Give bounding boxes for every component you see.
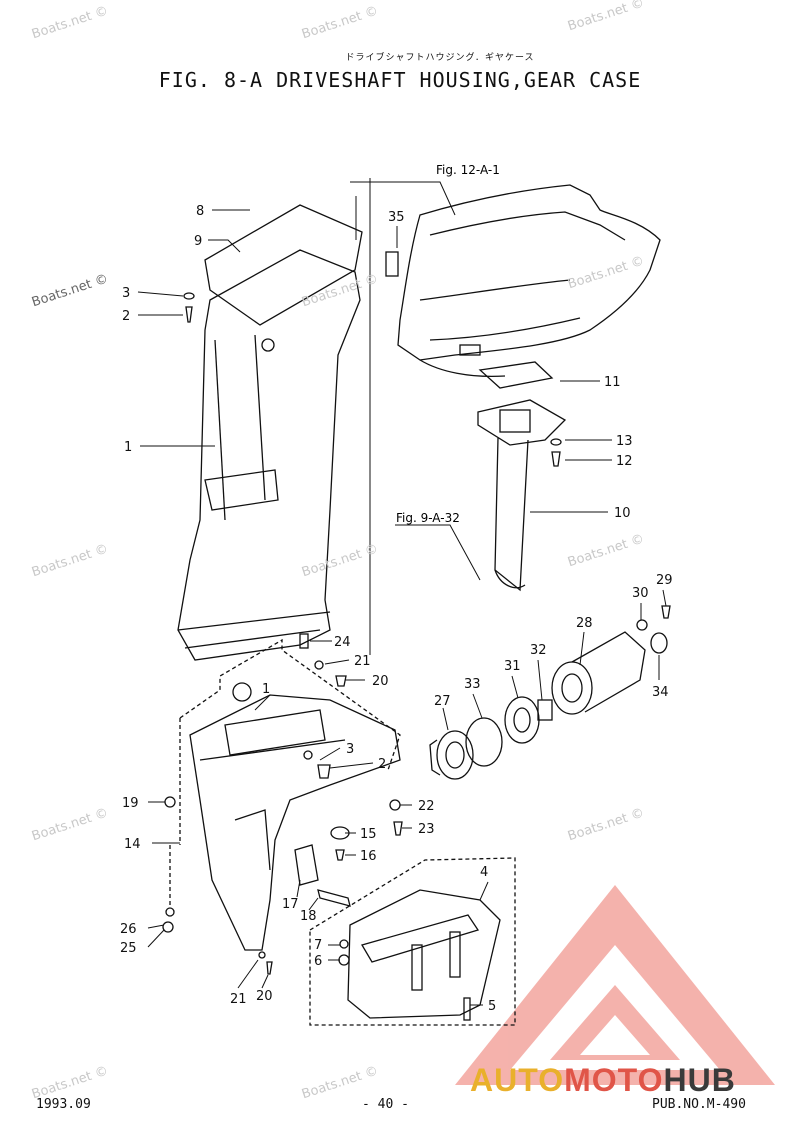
lower-cover-dashed-box bbox=[309, 857, 516, 1026]
callout-30: 30 bbox=[632, 586, 649, 601]
callout-32: 32 bbox=[530, 643, 547, 658]
callout-1-housing: 1 bbox=[124, 440, 132, 455]
callout-34: 34 bbox=[652, 685, 669, 700]
logo-hub: HUB bbox=[663, 1062, 736, 1098]
callout-21-bottom: 21 bbox=[230, 992, 247, 1007]
footer-page-number: - 40 - bbox=[362, 1097, 409, 1112]
callout-14: 14 bbox=[124, 837, 141, 852]
callout-20-bottom: 20 bbox=[256, 989, 273, 1004]
o-ring-33 bbox=[465, 717, 503, 767]
callout-9: 9 bbox=[194, 234, 202, 249]
upper-mount-10 bbox=[477, 399, 567, 592]
callout-31: 31 bbox=[504, 659, 521, 674]
fasteners bbox=[162, 251, 671, 1021]
callout-5: 5 bbox=[488, 999, 496, 1014]
callout-11: 11 bbox=[604, 375, 621, 390]
callout-28: 28 bbox=[576, 616, 593, 631]
bearing-housing-28 bbox=[551, 631, 646, 715]
footer-pub-number: PUB.NO.M-490 bbox=[652, 1097, 746, 1112]
footer-date: 1993.09 bbox=[36, 1097, 91, 1112]
callout-1-gearcase: 1 bbox=[262, 682, 270, 697]
bearing-27 bbox=[429, 730, 474, 780]
callout-12: 12 bbox=[616, 454, 633, 469]
callout-15: 15 bbox=[360, 827, 377, 842]
callout-27: 27 bbox=[434, 694, 451, 709]
callout-22: 22 bbox=[418, 799, 435, 814]
callout-26: 26 bbox=[120, 922, 137, 937]
callout-10: 10 bbox=[614, 506, 631, 521]
leader-lines bbox=[137, 178, 667, 1006]
callout-3-top: 3 bbox=[122, 286, 130, 301]
callout-35: 35 bbox=[388, 210, 405, 225]
automotohub-logo-text: AUTOMOTOHUB bbox=[470, 1062, 736, 1099]
callout-3-gearcase: 3 bbox=[346, 742, 354, 757]
callout-numbers: 1 1 2 2 3 3 4 5 6 7 8 9 10 11 12 13 14 1… bbox=[120, 204, 673, 1014]
callout-2-top: 2 bbox=[122, 309, 130, 324]
callout-19: 19 bbox=[122, 796, 139, 811]
figure-title: FIG. 8-A DRIVESHAFT HOUSING,GEAR CASE bbox=[158, 68, 642, 92]
gasket-9 bbox=[204, 204, 363, 326]
callout-6: 6 bbox=[314, 954, 322, 969]
ref-fig-9: Fig. 9-A-32 bbox=[396, 511, 460, 525]
callout-13: 13 bbox=[616, 434, 633, 449]
callout-17: 17 bbox=[282, 897, 299, 912]
callout-2-gearcase: 2 bbox=[378, 757, 386, 772]
callout-4: 4 bbox=[480, 865, 488, 880]
bearing-31 bbox=[504, 696, 540, 744]
callout-24: 24 bbox=[334, 635, 351, 650]
gasket-11 bbox=[478, 361, 554, 389]
callout-18: 18 bbox=[300, 909, 317, 924]
callout-8: 8 bbox=[196, 204, 204, 219]
ref-fig-12: Fig. 12-A-1 bbox=[436, 163, 500, 177]
callout-16: 16 bbox=[360, 849, 377, 864]
callout-23: 23 bbox=[418, 822, 435, 837]
callout-29: 29 bbox=[656, 573, 673, 588]
callout-20-mid: 20 bbox=[372, 674, 389, 689]
callout-7: 7 bbox=[314, 938, 322, 953]
gear-case-dashed-bracket bbox=[169, 638, 401, 905]
upper-cowling-outline bbox=[397, 184, 661, 378]
gear-case-14 bbox=[189, 682, 401, 951]
bushing-32 bbox=[537, 699, 553, 721]
automotohub-triangle-logo bbox=[455, 885, 775, 1085]
callout-25: 25 bbox=[120, 941, 137, 956]
callout-21-mid: 21 bbox=[354, 654, 371, 669]
seal-34 bbox=[650, 632, 668, 654]
japanese-subtitle: ドライブシャフトハウジング．ギヤケース bbox=[345, 53, 535, 63]
logo-auto: AUTO bbox=[470, 1062, 565, 1098]
driveshaft-housing-1 bbox=[177, 249, 361, 661]
callout-33: 33 bbox=[464, 677, 481, 692]
logo-moto: MOTO bbox=[564, 1062, 664, 1098]
lower-cover-4 bbox=[347, 889, 501, 1019]
